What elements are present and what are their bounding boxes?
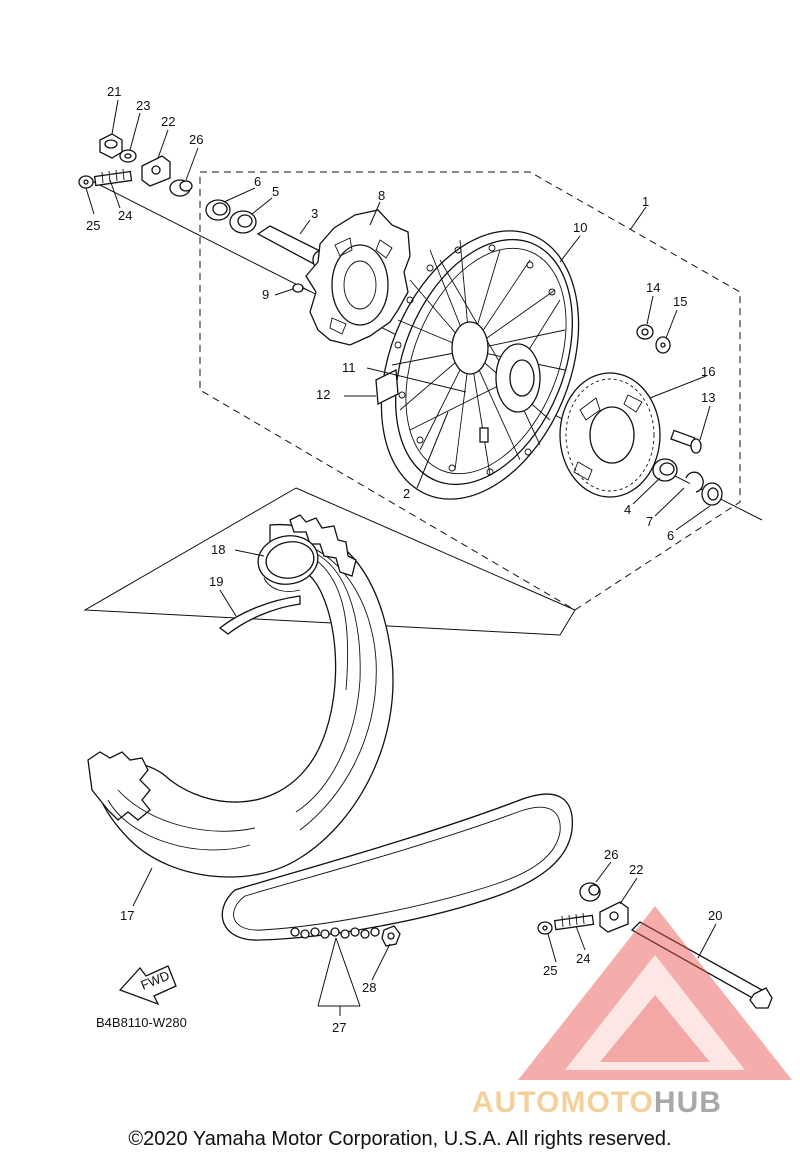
callout-10: 10	[573, 220, 587, 235]
circlip-7	[685, 471, 704, 493]
rim-strip-19	[218, 595, 301, 635]
tire-17	[87, 514, 394, 878]
callout-6-left: 6	[254, 174, 261, 189]
nut-14	[636, 324, 654, 340]
callout-25-left: 25	[86, 218, 100, 233]
oil-seal-6-right	[701, 482, 723, 506]
washer-23	[119, 149, 137, 163]
collar-26-right	[579, 882, 601, 902]
copyright-notice: ©2020 Yamaha Motor Corporation, U.S.A. A…	[128, 1128, 672, 1150]
chain-puller-22-left	[141, 155, 171, 187]
bearing-4	[652, 458, 678, 482]
bolt-13	[670, 429, 702, 454]
oil-seal-6-left	[205, 199, 231, 221]
callout-11: 11	[342, 360, 356, 375]
nut-21	[99, 133, 123, 159]
washer-25-left	[78, 175, 94, 189]
callout-27: 27	[332, 1020, 346, 1035]
callout-24-right: 24	[576, 951, 590, 966]
callout-19: 19	[209, 574, 223, 589]
forward-arrow: FWD	[118, 965, 177, 1006]
callout-15: 15	[673, 294, 687, 309]
watermark-moto: MOTO	[560, 1086, 653, 1119]
chain-puller-22-right	[599, 901, 629, 933]
tube-18	[257, 535, 319, 592]
callout-2: 2	[403, 486, 410, 501]
watermark-hub: HUB	[654, 1086, 722, 1119]
bearing-5	[229, 210, 257, 234]
callout-28: 28	[362, 980, 376, 995]
callouts: 21 23 22 26 6 5 3 8 9 24 25 10 1 14 15 1…	[86, 84, 722, 1035]
spacer-3	[256, 225, 328, 270]
callout-4: 4	[624, 502, 631, 517]
callout-22-right: 22	[629, 862, 643, 877]
callout-24-left: 24	[118, 208, 132, 223]
callout-7: 7	[646, 514, 653, 529]
callout-5: 5	[272, 184, 279, 199]
bolt-24-left	[93, 168, 133, 187]
diagram-code: B4B8110-W280	[96, 1015, 187, 1030]
callout-26-right: 26	[604, 847, 618, 862]
screw-9	[292, 283, 311, 293]
sprocket-16	[559, 372, 661, 498]
callout-17: 17	[120, 908, 134, 923]
callout-20: 20	[708, 908, 722, 923]
collar-26-left	[169, 179, 193, 197]
callout-14: 14	[646, 280, 660, 295]
callout-23: 23	[136, 98, 150, 113]
chain-joint-28	[381, 925, 401, 947]
washer-25-right	[537, 921, 553, 935]
washer-15	[655, 336, 671, 354]
watermark-text: AUTOMOTOHUB	[472, 1086, 722, 1119]
callout-21: 21	[107, 84, 121, 99]
axle-20	[630, 921, 773, 1009]
callout-3: 3	[311, 206, 318, 221]
callout-1: 1	[642, 194, 649, 209]
tire-plane-outline-left	[83, 487, 561, 636]
callout-9: 9	[262, 287, 269, 302]
callout-25-right: 25	[543, 963, 557, 978]
brake-disc-8	[305, 209, 411, 346]
callout-16: 16	[701, 364, 715, 379]
callout-8: 8	[378, 188, 385, 203]
drive-chain-27	[221, 793, 574, 941]
callout-22-left: 22	[161, 114, 175, 129]
bolt-24-right	[553, 912, 595, 931]
wheel-assembly-boundary	[199, 171, 741, 611]
callout-12: 12	[316, 387, 330, 402]
watermark-auto: AUTO	[472, 1086, 560, 1119]
callout-6-right: 6	[667, 528, 674, 543]
callout-18: 18	[211, 542, 225, 557]
watermark-logo: AUTOMOTOHUB	[472, 906, 792, 1119]
callout-26-left: 26	[189, 132, 203, 147]
rear-wheel-10	[380, 230, 580, 500]
callout-13: 13	[701, 390, 715, 405]
tire-plane-outline	[295, 487, 576, 636]
leader-lines	[85, 99, 717, 1016]
